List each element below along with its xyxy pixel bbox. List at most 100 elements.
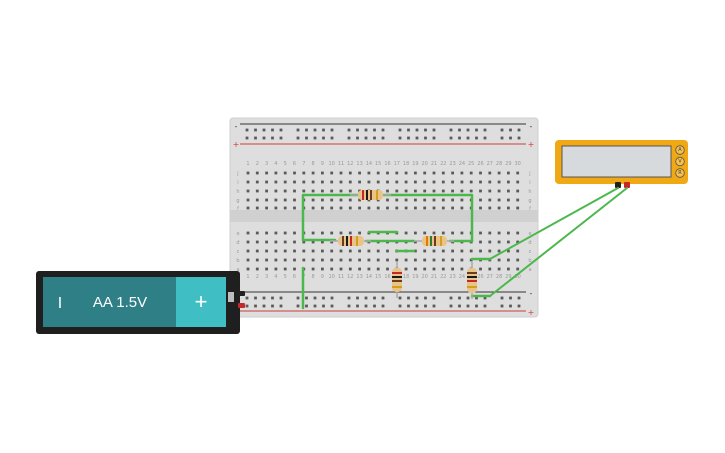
hole[interactable] [302,189,306,193]
hole[interactable] [386,258,389,262]
hole[interactable] [246,249,250,253]
hole[interactable] [376,171,380,175]
hole[interactable] [404,198,408,202]
hole[interactable] [497,258,501,262]
probe-wires[interactable] [489,187,628,297]
hole[interactable] [283,240,287,244]
hole[interactable] [497,249,501,253]
hole[interactable] [293,240,296,244]
hole[interactable] [348,231,352,235]
hole[interactable] [321,267,324,271]
hole[interactable] [432,267,436,271]
hole[interactable] [265,231,268,235]
rail-hole[interactable] [432,136,436,140]
hole[interactable] [246,206,250,210]
hole[interactable] [451,171,454,175]
hole[interactable] [321,206,324,210]
hole[interactable] [302,171,306,175]
hole[interactable] [460,171,464,175]
rail-hole[interactable] [381,304,385,308]
rail-hole[interactable] [415,304,419,308]
hole[interactable] [311,171,315,175]
hole[interactable] [274,198,278,202]
rail-hole[interactable] [296,296,300,300]
rail-hole[interactable] [475,296,478,300]
rail-hole[interactable] [458,304,461,308]
hole[interactable] [432,249,436,253]
hole[interactable] [460,267,464,271]
hole[interactable] [469,258,473,262]
hole[interactable] [497,240,501,244]
rail-hole[interactable] [254,128,257,132]
hole[interactable] [367,258,371,262]
hole[interactable] [423,206,427,210]
hole[interactable] [488,249,492,253]
hole[interactable] [283,198,287,202]
hole[interactable] [404,180,408,184]
probe-wire-com[interactable] [489,187,619,260]
rail-hole[interactable] [262,296,266,300]
rail-hole[interactable] [483,136,487,140]
wire-top-right[interactable] [381,193,474,243]
hole[interactable] [321,198,324,202]
hole[interactable] [367,267,371,271]
hole[interactable] [339,231,343,235]
hole[interactable] [479,249,482,253]
rail-hole[interactable] [424,136,427,140]
hole[interactable] [441,267,445,271]
rail-hole[interactable] [398,296,402,300]
hole[interactable] [367,180,371,184]
hole[interactable] [507,198,510,202]
hole[interactable] [376,267,380,271]
hole[interactable] [302,180,306,184]
hole[interactable] [330,240,334,244]
hole[interactable] [265,267,268,271]
rail-hole[interactable] [500,128,504,132]
hole[interactable] [479,180,482,184]
hole[interactable] [423,231,427,235]
hole[interactable] [497,189,501,193]
hole[interactable] [441,206,445,210]
hole[interactable] [376,180,380,184]
hole[interactable] [265,180,268,184]
hole[interactable] [293,231,296,235]
hole[interactable] [488,180,492,184]
hole[interactable] [321,240,324,244]
hole[interactable] [348,189,352,193]
battery-negative-lead[interactable] [238,291,245,296]
rail-hole[interactable] [322,136,325,140]
hole[interactable] [265,249,268,253]
hole[interactable] [451,189,454,193]
hole[interactable] [404,189,408,193]
hole[interactable] [246,198,250,202]
rail-hole[interactable] [466,304,470,308]
rail-hole[interactable] [254,304,257,308]
hole[interactable] [414,198,417,202]
hole[interactable] [441,189,445,193]
rail-hole[interactable] [313,136,317,140]
rail-hole[interactable] [313,128,317,132]
rail-hole[interactable] [500,296,504,300]
hole[interactable] [311,206,315,210]
hole[interactable] [507,258,510,262]
rail-hole[interactable] [483,128,487,132]
hole[interactable] [507,189,510,193]
hole[interactable] [274,249,278,253]
rail-hole[interactable] [330,136,334,140]
hole[interactable] [497,171,501,175]
hole[interactable] [283,171,287,175]
rail-hole[interactable] [398,136,402,140]
hole[interactable] [404,171,408,175]
rail-hole[interactable] [432,128,436,132]
hole[interactable] [246,240,250,244]
hole[interactable] [311,267,315,271]
hole[interactable] [376,249,380,253]
hole[interactable] [367,171,371,175]
hole[interactable] [451,258,454,262]
rail-hole[interactable] [475,128,478,132]
rail-hole[interactable] [296,136,300,140]
hole[interactable] [497,198,501,202]
hole[interactable] [265,171,268,175]
hole[interactable] [488,267,492,271]
rail-hole[interactable] [271,128,274,132]
